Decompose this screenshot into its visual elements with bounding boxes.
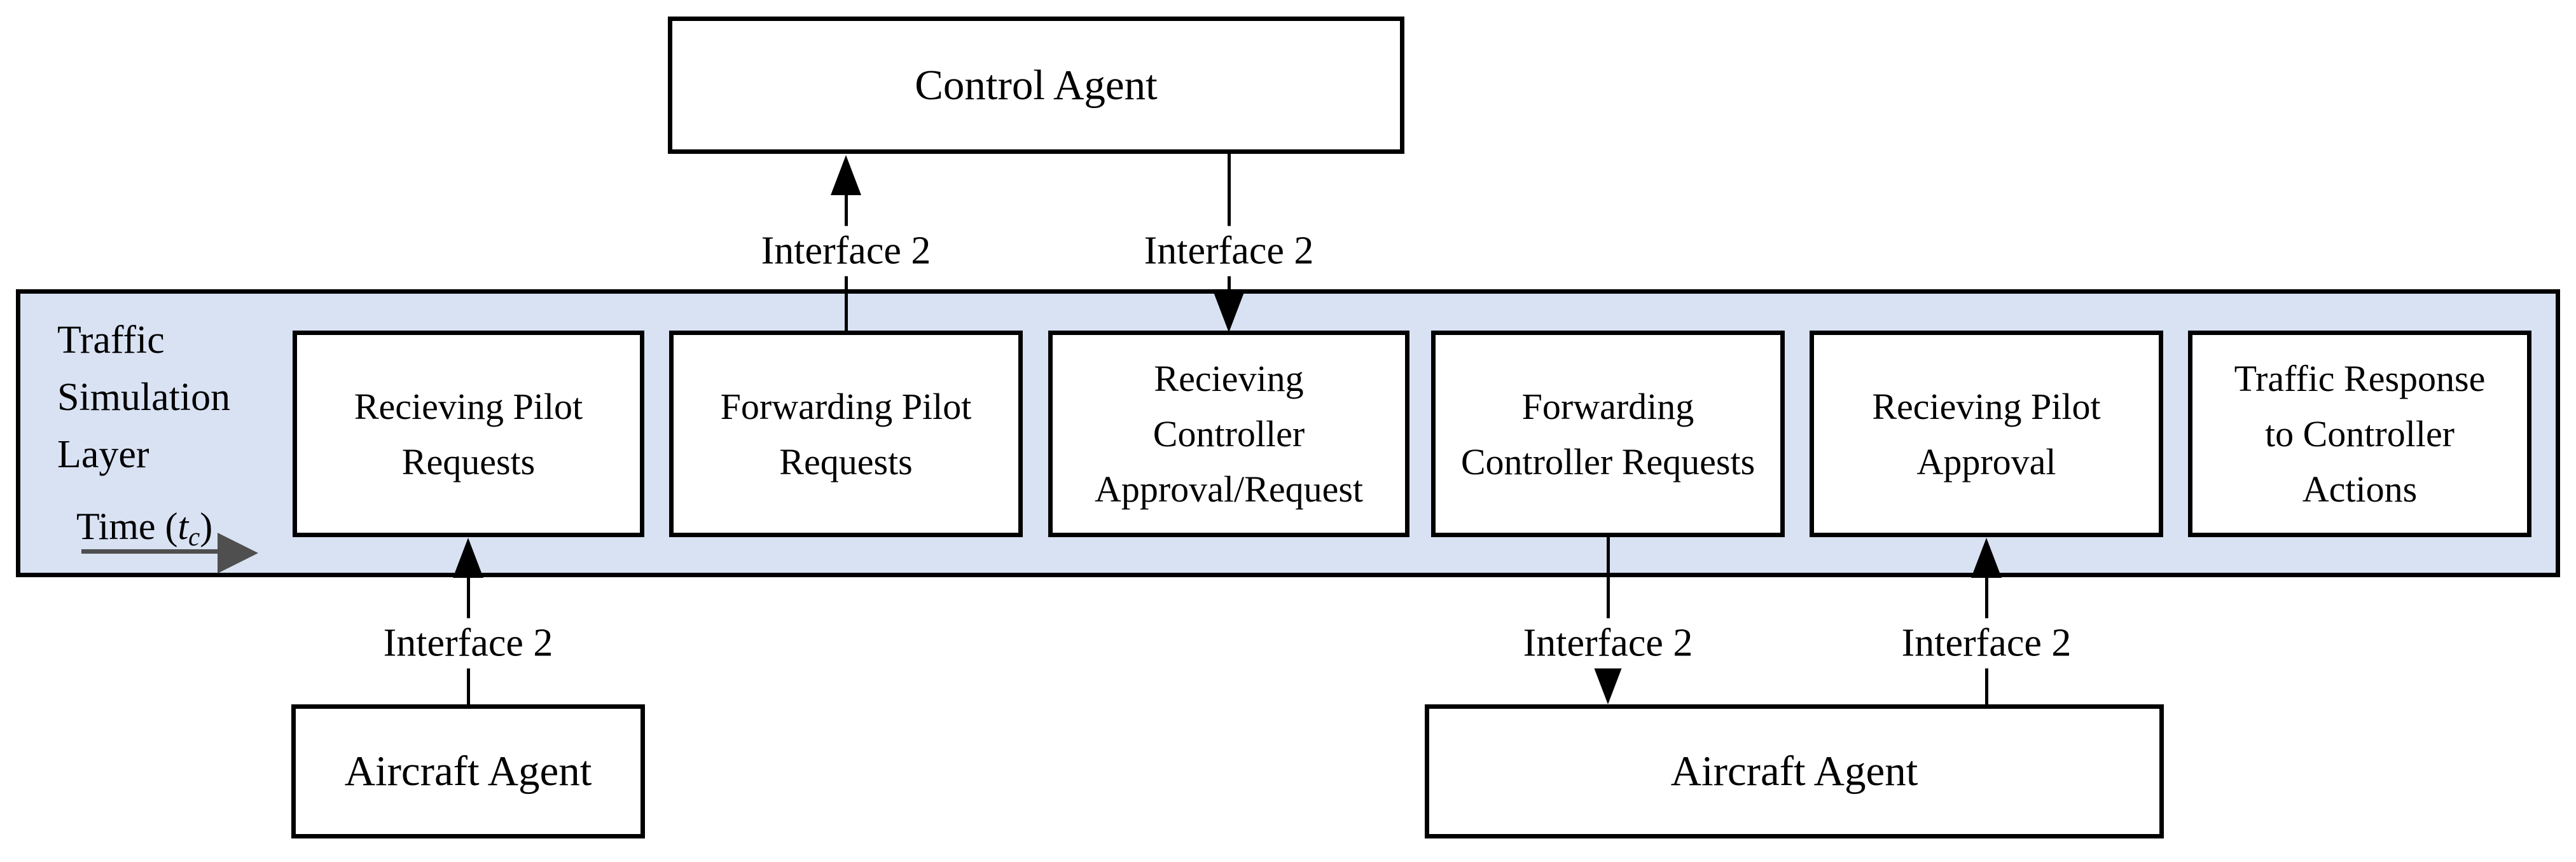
arrowhead-up-icon	[831, 155, 861, 195]
arrowhead-down-icon	[1214, 292, 1244, 332]
arrowhead-up-icon	[453, 538, 483, 578]
aircraft-agent-right-box: Aircraft Agent	[1425, 704, 2164, 838]
time-suffix: )	[200, 505, 213, 547]
interface-label: Interface 2	[373, 618, 564, 669]
time-variable: t	[177, 505, 189, 547]
aircraft-agent-label: Aircraft Agent	[1670, 748, 1918, 795]
time-arrow-icon	[218, 533, 258, 573]
time-subscript: c	[188, 523, 200, 552]
arrowhead-down-icon	[1593, 664, 1623, 704]
time-axis-label: Time (tc)	[76, 506, 212, 558]
control-agent-box: Control Agent	[668, 17, 1404, 154]
arrowhead-up-icon	[1971, 538, 2002, 578]
aircraft-agent-left-box: Aircraft Agent	[291, 704, 645, 838]
control-agent-label: Control Agent	[915, 61, 1158, 109]
interface-label: Interface 2	[1891, 618, 2082, 669]
interface-label: Interface 2	[751, 226, 941, 277]
aircraft-agent-label: Aircraft Agent	[344, 748, 592, 795]
connector-line	[1228, 154, 1231, 295]
interface-label: Interface 2	[1513, 618, 1703, 669]
time-prefix: Time (	[76, 505, 178, 547]
interface-label: Interface 2	[1133, 226, 1324, 277]
time-arrow-shaft	[81, 549, 219, 554]
connector-line	[1607, 537, 1610, 666]
